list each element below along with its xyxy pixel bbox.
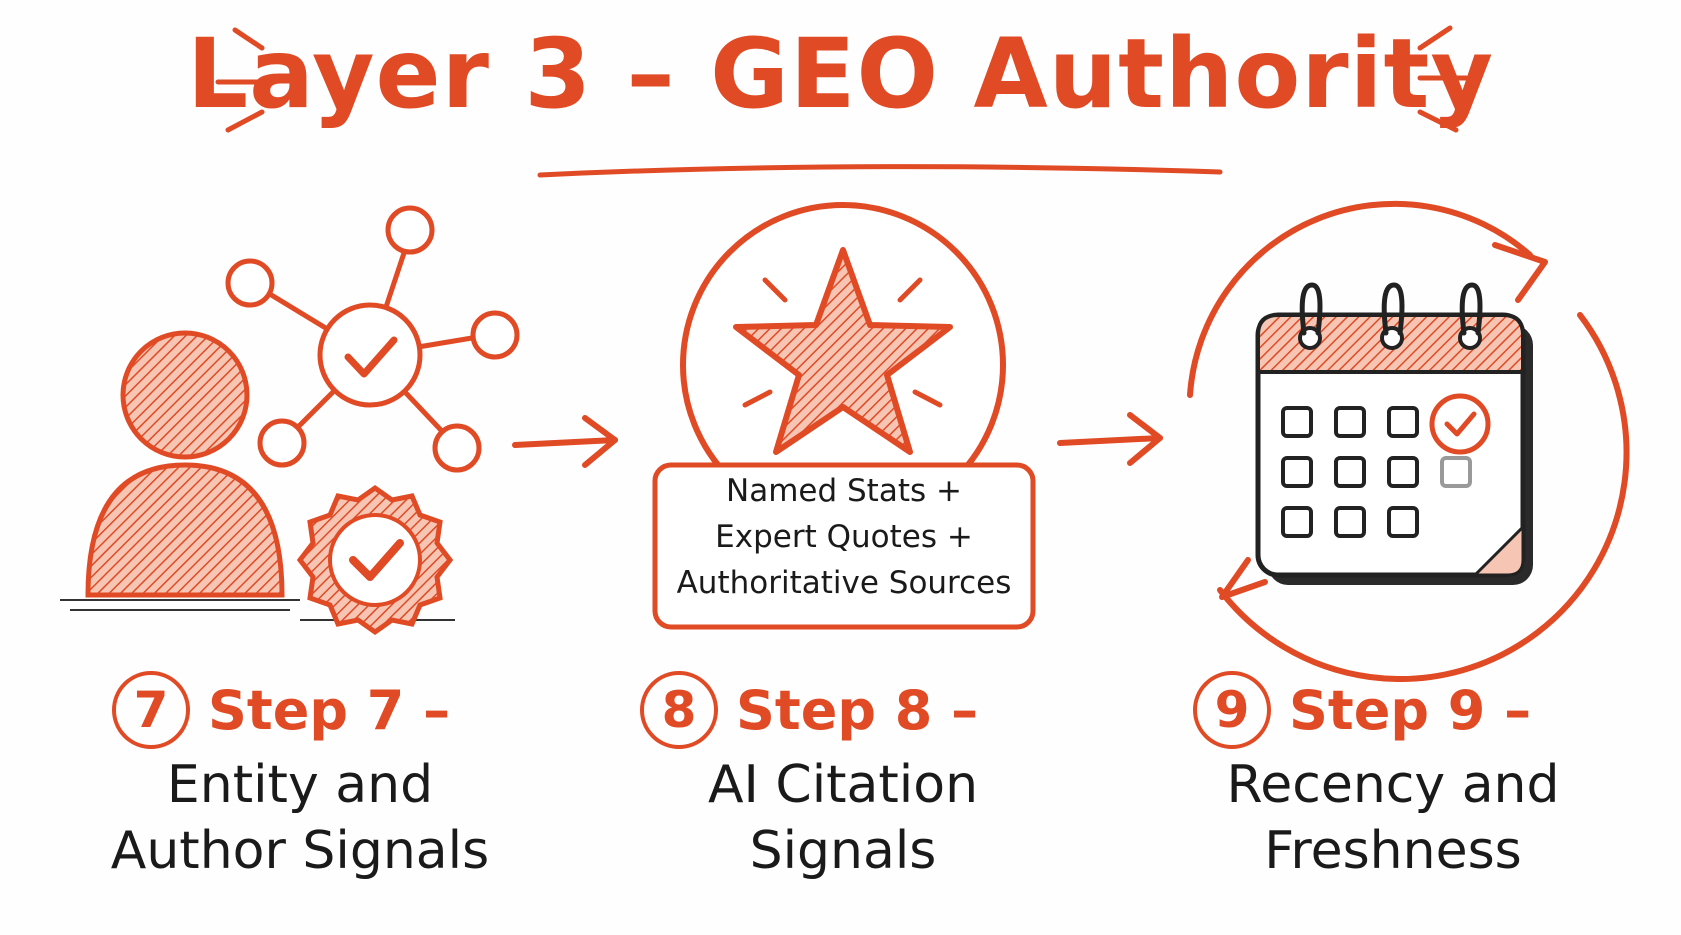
step-label: Step 8 –	[736, 678, 979, 742]
network-check-icon	[225, 205, 520, 473]
step-number-badge: 8	[640, 671, 718, 749]
person-icon	[60, 330, 455, 621]
step-8-description: AI Citation Signals	[633, 752, 1053, 884]
step-9-description: Recency and Freshness	[1183, 752, 1603, 884]
arrow-icon	[512, 415, 618, 468]
step-7-heading: 7 Step 7 –	[112, 665, 450, 755]
box-line: Authoritative Sources	[676, 565, 1012, 601]
step-desc-line: Signals	[749, 821, 937, 881]
page-title: Layer 3 – GEO Authority	[186, 18, 1495, 130]
step-desc-line: Author Signals	[110, 821, 490, 881]
title-underline	[537, 164, 1223, 178]
step-label: Step 9 –	[1289, 678, 1532, 742]
badge-check-icon	[296, 484, 454, 636]
step-8-heading: 8 Step 8 –	[640, 665, 978, 755]
step-7-description: Entity and Author Signals	[90, 752, 510, 884]
step-number-badge: 7	[112, 671, 190, 749]
title-sparkle-left	[215, 27, 265, 133]
step-desc-line: Freshness	[1264, 821, 1522, 881]
step-9-heading: 9 Step 9 –	[1193, 665, 1531, 755]
step-number-badge: 9	[1193, 671, 1271, 749]
step-desc-line: Recency and	[1226, 755, 1560, 815]
title-sparkle-right	[1417, 25, 1469, 133]
step-desc-line: Entity and	[166, 755, 434, 815]
box-line: Named Stats +	[726, 473, 962, 509]
stats-box-text: Named Stats + Expert Quotes + Authoritat…	[656, 468, 1032, 606]
refresh-cycle-icon	[1187, 200, 1630, 682]
step-label: Step 7 –	[208, 678, 451, 742]
arrow-icon	[1057, 412, 1163, 466]
calendar-icon	[1255, 282, 1533, 585]
step-desc-line: AI Citation	[707, 755, 979, 815]
box-line: Expert Quotes +	[715, 519, 973, 555]
stats-box	[652, 462, 1036, 630]
